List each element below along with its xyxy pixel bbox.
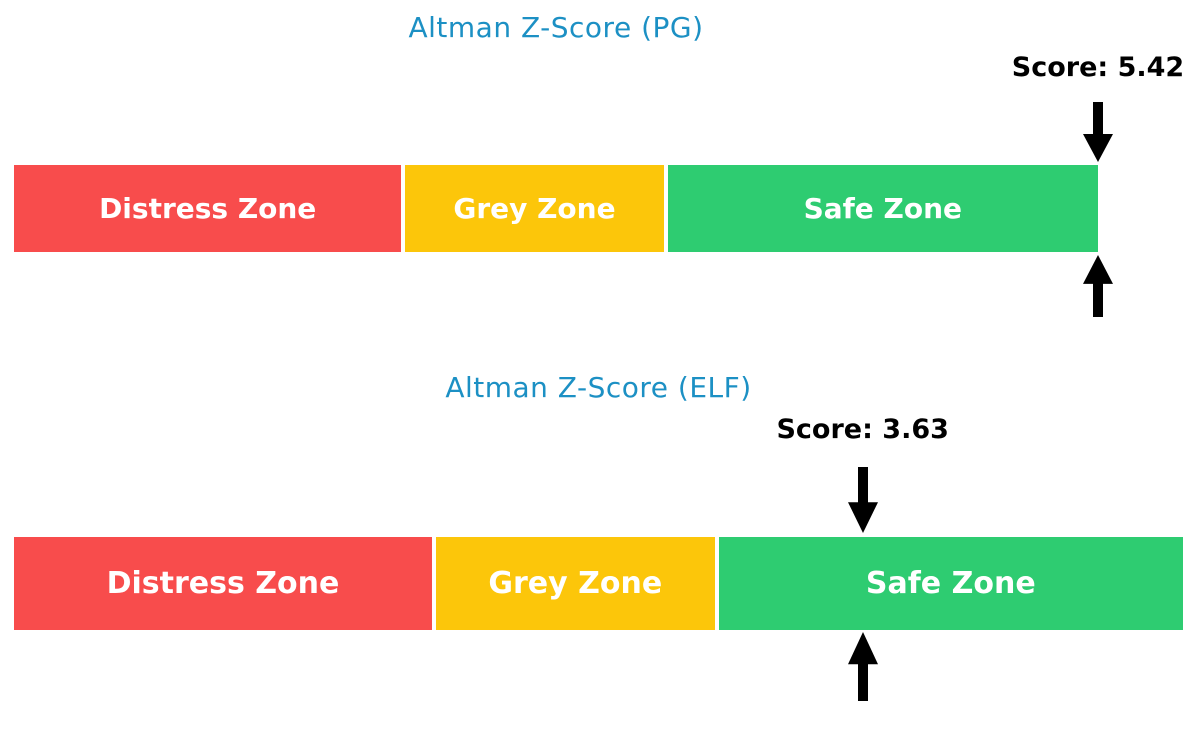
zone-distress: Distress Zone: [14, 537, 432, 630]
zone-label: Safe Zone: [865, 566, 1036, 601]
score-marker-arrow-up-icon: [1082, 255, 1114, 317]
zone-label: Grey Zone: [488, 566, 663, 601]
score-marker-arrow-down-icon: [1082, 102, 1114, 162]
zone-grey: Grey Zone: [405, 165, 664, 252]
score-marker-arrow-down-icon: [847, 467, 879, 533]
score-label: Score: 3.63: [776, 414, 949, 445]
zone-bar: Distress Zone Grey Zone Safe Zone: [14, 537, 1183, 630]
zone-bar: Distress Zone Grey Zone Safe Zone: [14, 165, 1098, 252]
score-marker-arrow-up-icon: [847, 632, 879, 701]
zone-distress: Distress Zone: [14, 165, 402, 252]
zone-label: Grey Zone: [453, 192, 616, 225]
zone-safe: Safe Zone: [667, 165, 1098, 252]
zone-safe: Safe Zone: [718, 537, 1183, 630]
chart-title: Altman Z-Score (ELF): [445, 371, 752, 404]
chart-title: Altman Z-Score (PG): [408, 11, 704, 44]
zone-label: Distress Zone: [106, 566, 340, 601]
zone-grey: Grey Zone: [435, 537, 715, 630]
zone-label: Safe Zone: [803, 192, 963, 225]
score-label: Score: 5.42: [1011, 52, 1185, 83]
zone-label: Distress Zone: [99, 192, 317, 225]
